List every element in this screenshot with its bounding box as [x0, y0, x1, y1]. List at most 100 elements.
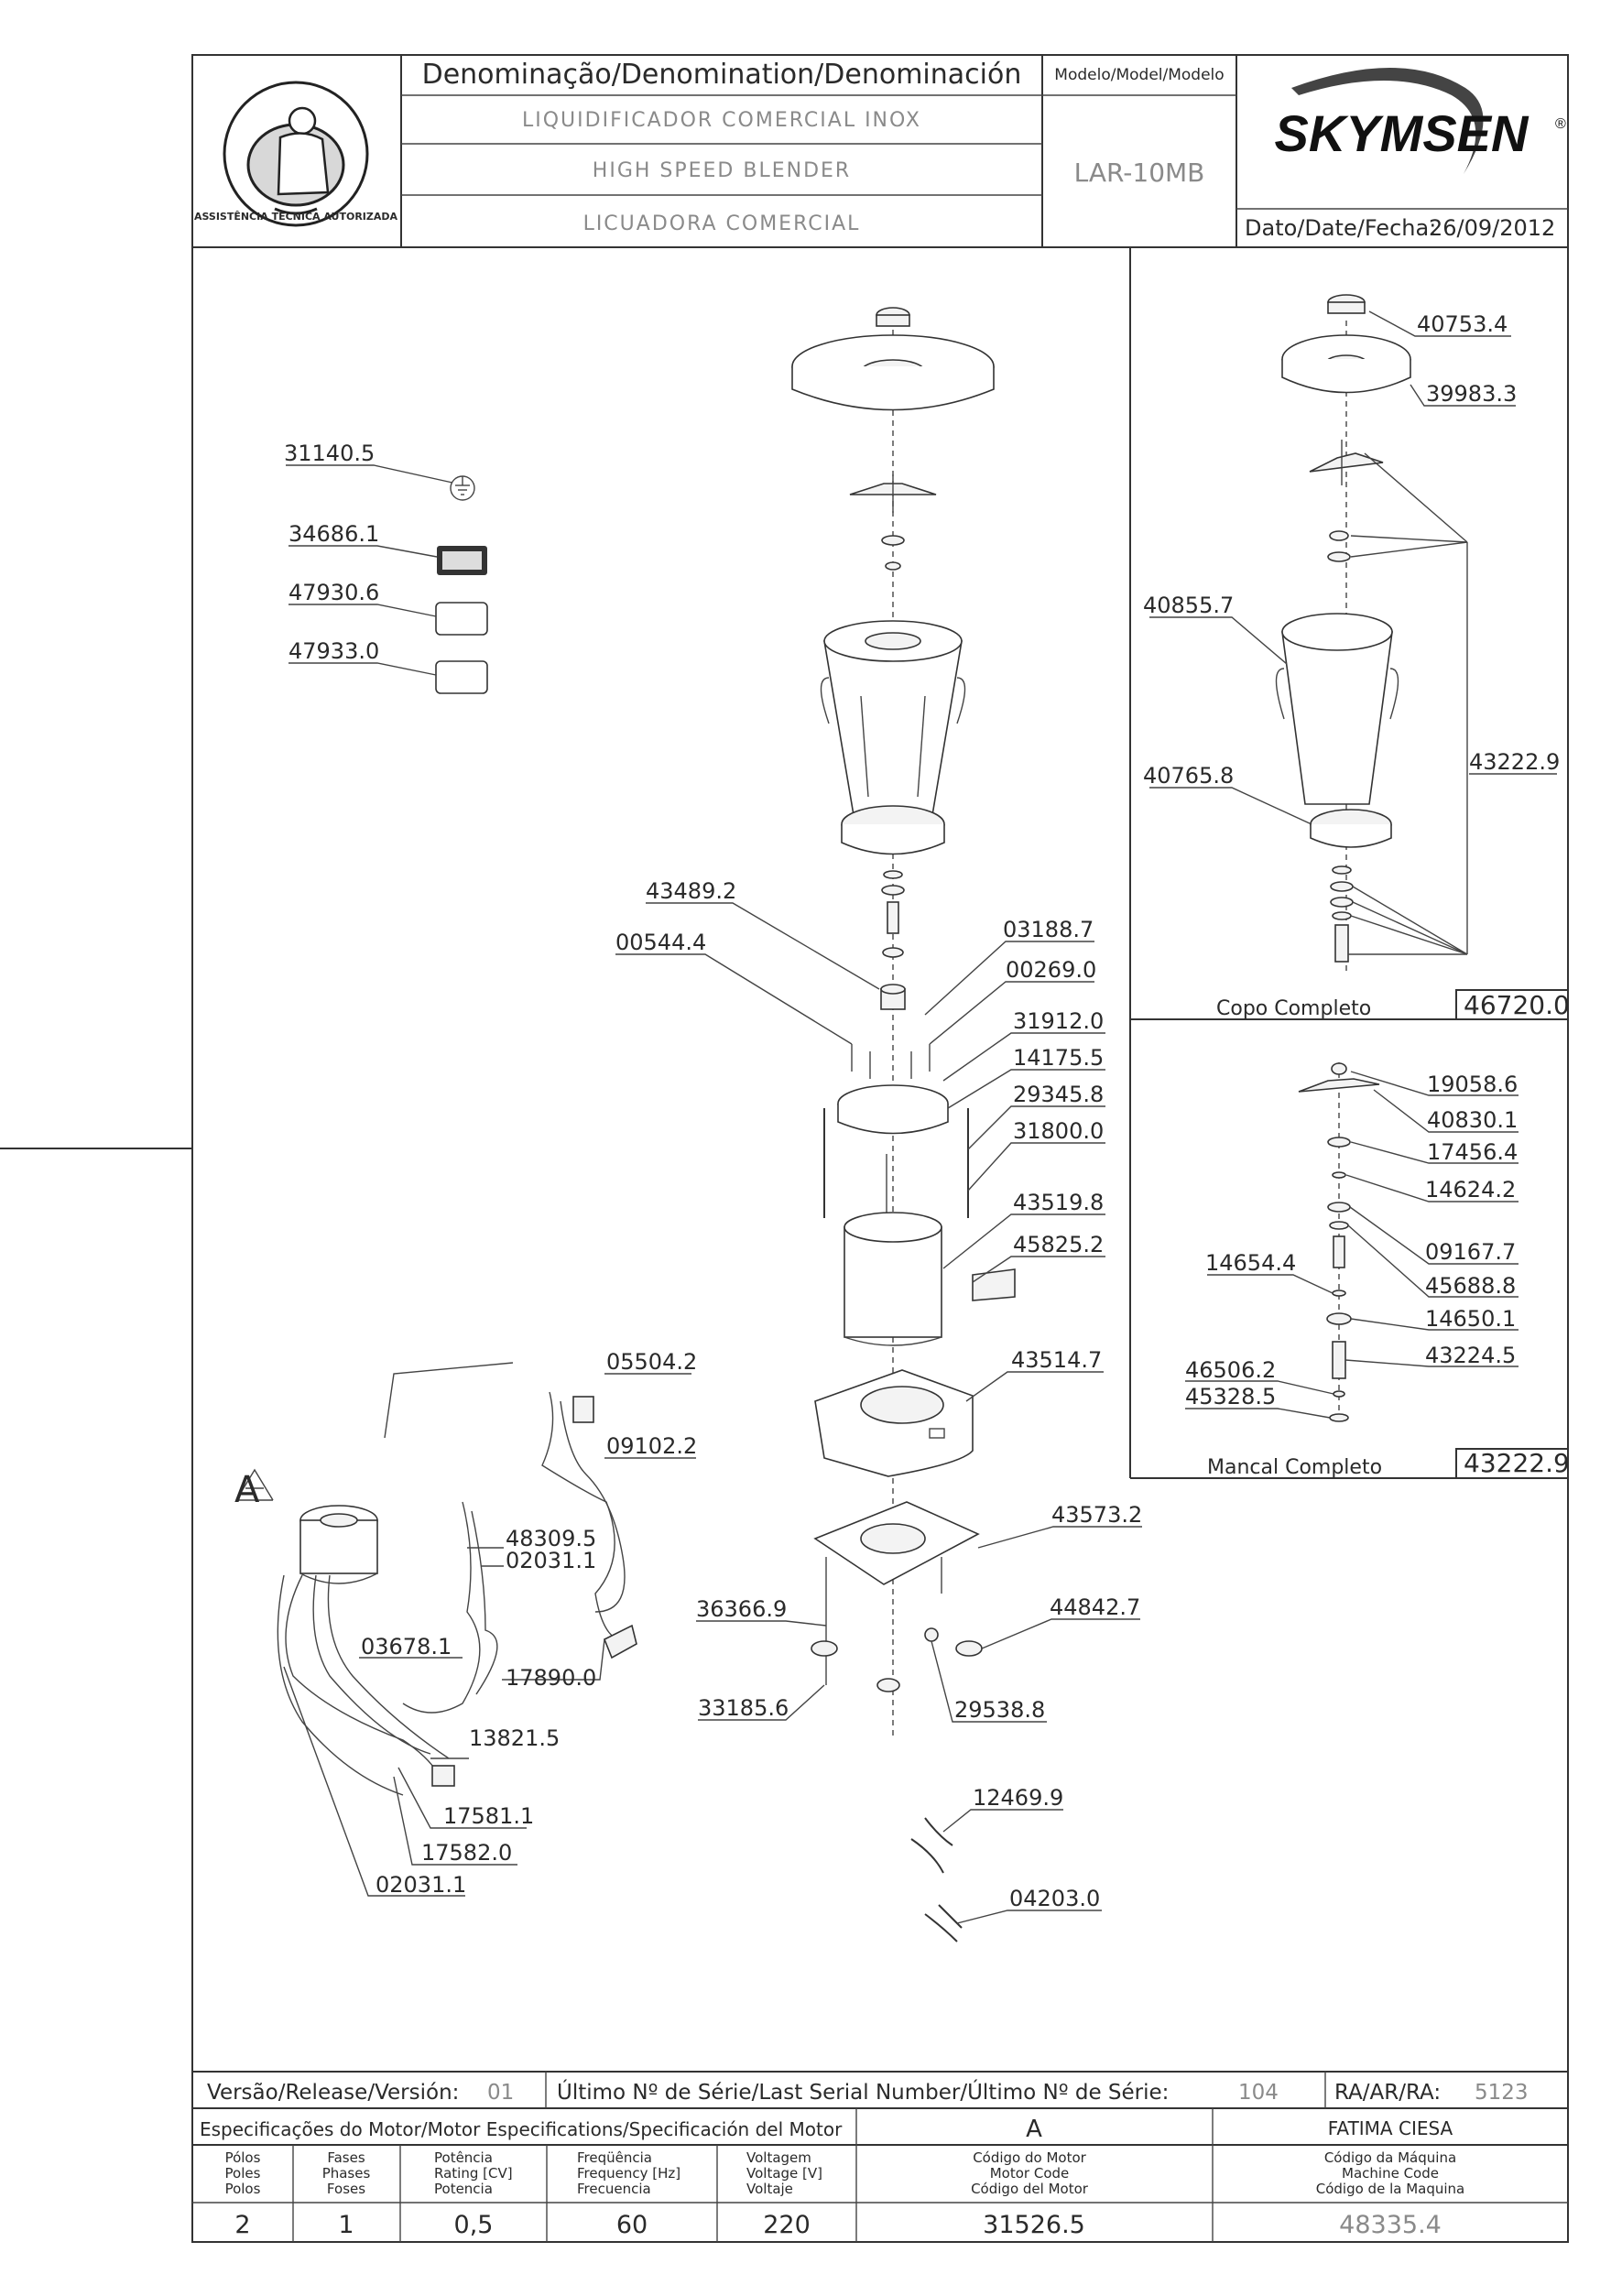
part-03678-1: 03678.1 — [361, 1634, 452, 1659]
part-29345-8: 29345.8 — [1013, 1082, 1104, 1107]
product-name-en: HIGH SPEED BLENDER — [593, 159, 851, 182]
part-40830-1: 40830.1 — [1427, 1107, 1518, 1133]
col-rating-en: Rating [CV] — [434, 2165, 513, 2182]
part-43514-7: 43514.7 — [1011, 1347, 1102, 1373]
model-label: Modelo/Model/Modelo — [1054, 66, 1224, 84]
value-motor-code: 31526.5 — [983, 2211, 1085, 2239]
part-43222-9-copo: 43222.9 — [1469, 749, 1560, 775]
part-33185-6: 33185.6 — [698, 1695, 789, 1721]
value-frequency: 60 — [616, 2211, 648, 2239]
serial-value: 104 — [1238, 2081, 1279, 2105]
copo-title: Copo Completo — [1216, 997, 1371, 1020]
part-17582-0: 17582.0 — [421, 1840, 512, 1866]
part-31912-0: 31912.0 — [1013, 1008, 1104, 1034]
value-machine-code: 48335.4 — [1339, 2211, 1442, 2239]
part-45688-8: 45688.8 — [1425, 1273, 1516, 1299]
part-46506-2: 46506.2 — [1185, 1357, 1276, 1383]
stamp-text: ASSISTÊNCIA TÉCNICA AUTORIZADA — [194, 211, 398, 223]
part-45825-2: 45825.2 — [1013, 1232, 1104, 1257]
brand-registered-mark: ® — [1555, 116, 1566, 132]
part-40765-8: 40765.8 — [1143, 763, 1234, 789]
motor-spec-label: Especificações do Motor/Motor Especifica… — [200, 2118, 843, 2140]
part-43489-2: 43489.2 — [646, 878, 736, 904]
title-block: ASSISTÊNCIA TÉCNICA AUTORIZADA Denominaç… — [194, 55, 1568, 247]
part-14654-4: 14654.4 — [1205, 1250, 1296, 1276]
author-name: FATIMA CIESA — [1328, 2117, 1453, 2139]
part-13821-5: 13821.5 — [469, 1725, 560, 1751]
drawing-frame — [0, 54, 1569, 2243]
copo-code: 46720.0 — [1464, 990, 1570, 1020]
part-09102-2: 09102.2 — [606, 1433, 697, 1459]
part-17456-4: 17456.4 — [1427, 1139, 1518, 1165]
part-04203-0: 04203.0 — [1009, 1886, 1100, 1911]
col-frequency-pt: Freqüência — [577, 2149, 652, 2166]
skymsen-logo: SKYMSEN ® — [1275, 68, 1566, 174]
wiring-harness — [235, 1362, 696, 1897]
part-34686-1: 34686.1 — [288, 521, 379, 547]
col-rating-es: Potencia — [434, 2181, 493, 2197]
value-rating: 0,5 — [454, 2211, 494, 2239]
part-02031-1-b: 02031.1 — [376, 1872, 466, 1898]
ra-label: RA/AR/RA: — [1334, 2081, 1441, 2105]
part-44842-7: 44842.7 — [1050, 1594, 1140, 1620]
detail-panels-frame — [1129, 247, 1569, 1479]
part-02031-1-a: 02031.1 — [506, 1548, 596, 1573]
col-poles-en: Poles — [225, 2165, 261, 2182]
main-exploded-view: 31140.5 34686.1 47930.6 47933.0 43489.2 … — [234, 307, 1142, 1942]
authorized-service-stamp: ASSISTÊNCIA TÉCNICA AUTORIZADA — [194, 81, 398, 227]
col-rating-pt: Potência — [434, 2149, 493, 2166]
col-machine-code-en: Machine Code — [1342, 2165, 1439, 2182]
part-47930-6: 47930.6 — [288, 580, 379, 605]
motor-spec-block: Versão/Release/Versión: 01 Último Nº de … — [192, 2072, 1568, 2242]
brand-name: SKYMSEN — [1275, 104, 1529, 162]
part-40753-4: 40753.4 — [1417, 311, 1508, 337]
mancal-title: Mancal Completo — [1207, 1456, 1382, 1479]
denomination-label: Denominação/Denomination/Denominación — [422, 59, 1022, 91]
part-45328-5: 45328.5 — [1185, 1384, 1276, 1409]
col-phases-es: Foses — [327, 2181, 365, 2197]
col-motor-code-es: Código del Motor — [971, 2181, 1089, 2197]
release-value: 01 — [487, 2081, 514, 2105]
col-machine-code-es: Código de la Maquina — [1316, 2181, 1464, 2197]
part-43573-2: 43573.2 — [1051, 1502, 1142, 1528]
col-poles-es: Polos — [225, 2181, 261, 2197]
part-48309-5: 48309.5 — [506, 1526, 596, 1551]
part-09167-7: 09167.7 — [1425, 1239, 1516, 1265]
ra-value: 5123 — [1475, 2081, 1529, 2105]
col-voltage-en: Voltage [V] — [746, 2165, 822, 2182]
col-motor-code-en: Motor Code — [990, 2165, 1070, 2182]
spec-column-headers: Pólos Poles Polos Fases Phases Foses Pot… — [225, 2149, 1465, 2197]
part-40855-7: 40855.7 — [1143, 593, 1234, 618]
part-31800-0: 31800.0 — [1013, 1118, 1104, 1144]
value-poles: 2 — [234, 2211, 250, 2239]
part-29538-8: 29538.8 — [954, 1697, 1045, 1723]
value-voltage: 220 — [763, 2211, 811, 2239]
part-12469-9: 12469.9 — [973, 1785, 1063, 1811]
col-machine-code-pt: Código da Máquina — [1324, 2149, 1456, 2166]
part-39983-3: 39983.3 — [1426, 381, 1517, 407]
part-14175-5: 14175.5 — [1013, 1045, 1104, 1071]
col-voltage-es: Voltaje — [746, 2181, 793, 2197]
product-name-es: LICUADORA COMERCIAL — [583, 212, 861, 235]
model-value: LAR-10MB — [1074, 158, 1205, 188]
serial-label: Último Nº de Série/Last Serial Number/Úl… — [557, 2079, 1169, 2105]
part-43519-8: 43519.8 — [1013, 1190, 1104, 1215]
part-17581-1: 17581.1 — [443, 1803, 534, 1829]
part-19058-6: 19058.6 — [1427, 1072, 1518, 1097]
mancal-completo-panel: 19058.6 40830.1 17456.4 14624.2 09167.7 … — [1185, 1062, 1570, 1479]
col-motor-code-pt: Código do Motor — [973, 2149, 1086, 2166]
mancal-code: 43222.9 — [1464, 1448, 1570, 1478]
col-voltage-pt: Voltagem — [746, 2149, 811, 2166]
col-phases-pt: Fases — [327, 2149, 365, 2166]
part-36366-9: 36366.9 — [696, 1596, 787, 1622]
part-31140-5: 31140.5 — [284, 441, 375, 466]
value-phases: 1 — [338, 2211, 354, 2239]
part-00269-0: 00269.0 — [1006, 957, 1096, 983]
release-label: Versão/Release/Versión: — [207, 2081, 459, 2105]
copo-completo-panel: 40753.4 39983.3 40855.7 40765.8 43222.9 … — [1143, 294, 1570, 1020]
part-00544-4: 00544.4 — [615, 930, 706, 955]
motor-letter-footer: A — [1026, 2116, 1042, 2143]
part-14624-2: 14624.2 — [1425, 1177, 1516, 1202]
part-14650-1: 14650.1 — [1425, 1306, 1516, 1332]
part-05504-2: 05504.2 — [606, 1349, 697, 1375]
